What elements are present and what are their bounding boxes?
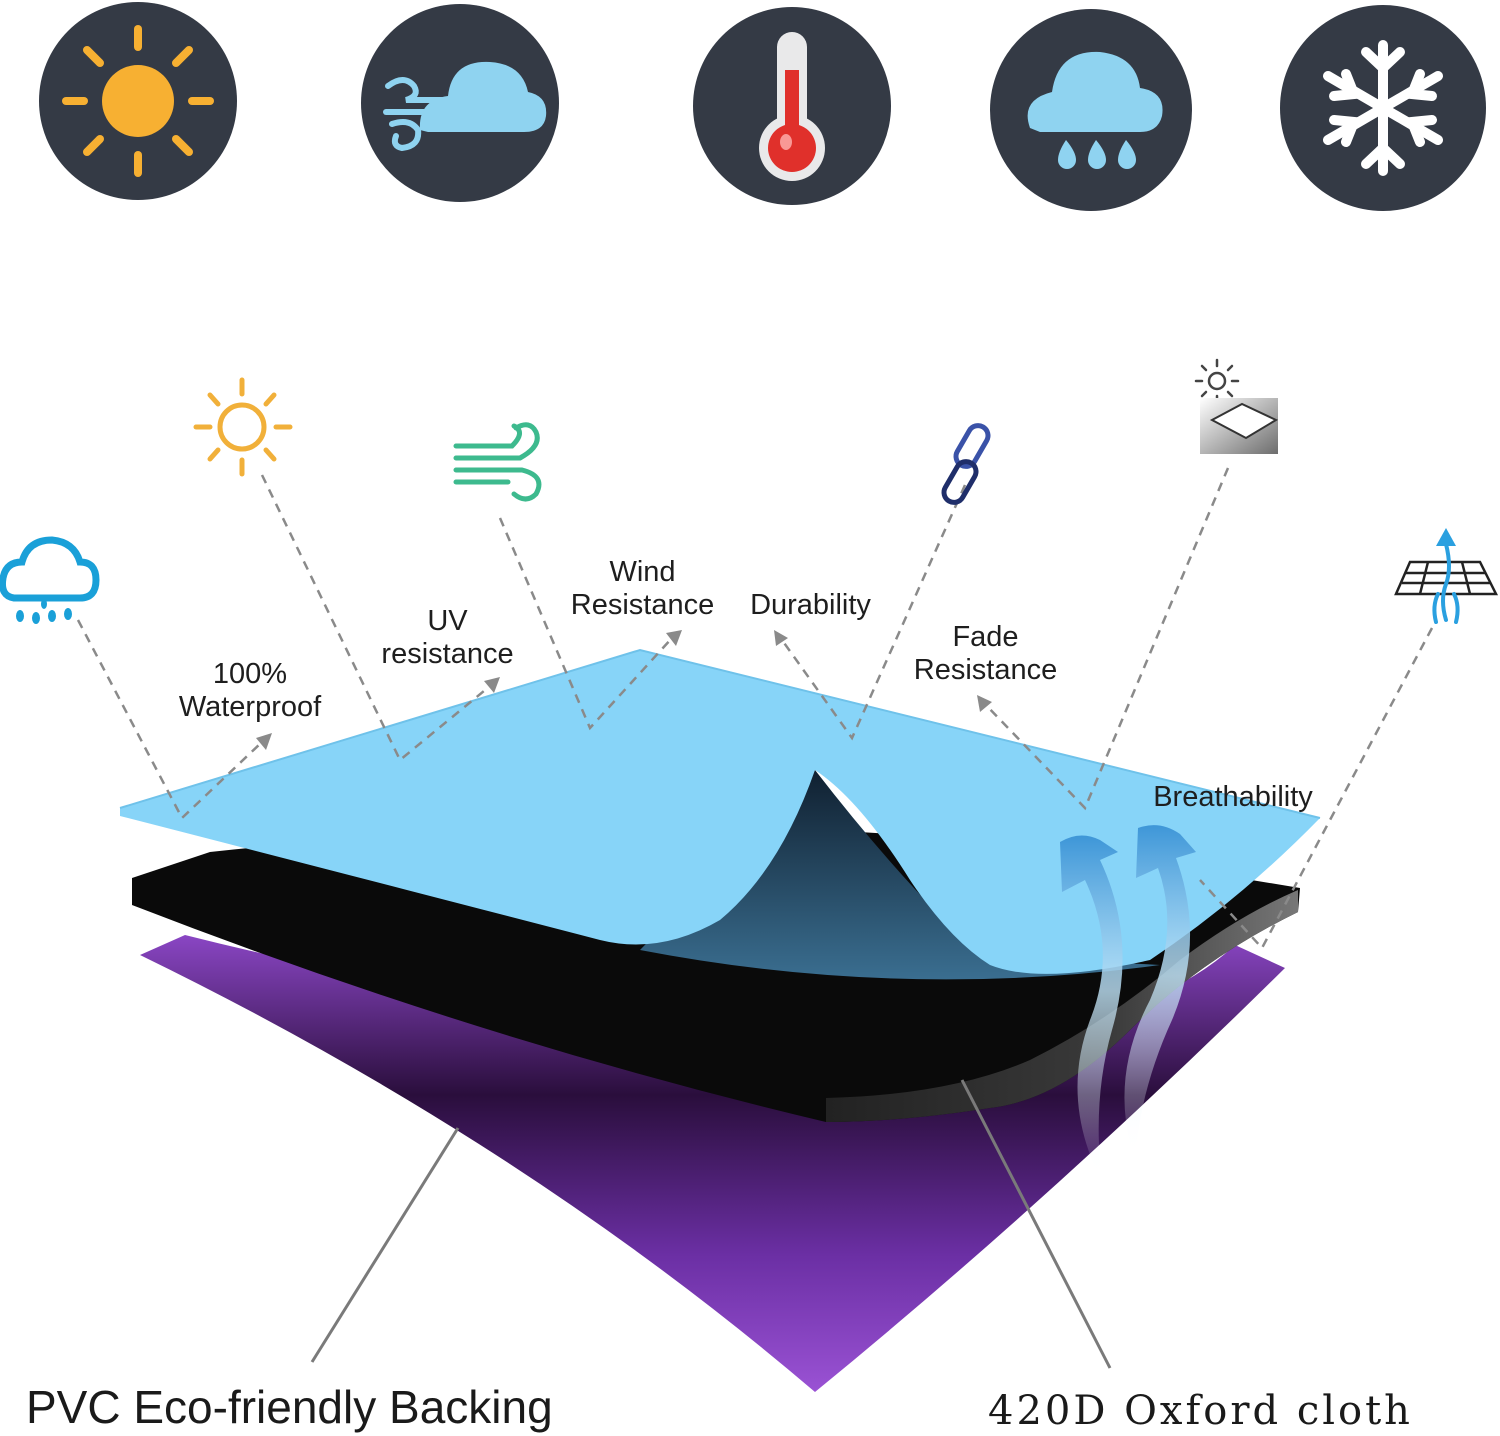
thermometer-icon — [759, 32, 825, 181]
durability-label: Durability — [738, 589, 883, 622]
chain-link-icon — [941, 423, 991, 505]
wind-label-line1: Wind — [609, 556, 676, 588]
waterproof-label: 100% Waterproof — [160, 658, 340, 724]
blue-top-layer-edge — [119, 648, 1321, 819]
snowflake-icon — [1323, 40, 1443, 176]
callout-arrowheads — [256, 630, 992, 750]
layer-pointer-lines — [310, 1079, 1112, 1369]
badge-snow — [1280, 5, 1486, 211]
blue-top-layer — [120, 650, 1320, 974]
rain-cloud-outline-icon — [0, 536, 100, 624]
backing-layer-label: PVC Eco-friendly Backing — [26, 1381, 553, 1433]
badge-sun — [39, 2, 237, 200]
black-layer-edge — [826, 890, 1298, 1122]
badge-wind — [361, 4, 559, 202]
fabric-layer-label: 420D Oxford cloth — [988, 1388, 1413, 1434]
breathability-arrows — [1060, 825, 1196, 1182]
sun-outline-icon — [193, 377, 293, 477]
sun-on-surface-icon — [1194, 358, 1279, 454]
sun-icon — [62, 25, 214, 177]
wind-label-line2: Resistance — [570, 589, 715, 621]
badge-temperature — [693, 7, 891, 205]
waterproof-label-line1: 100% — [212, 658, 288, 690]
callout-lines — [76, 467, 1434, 951]
uv-label: UV resistance — [360, 605, 535, 671]
waterproof-label-line2: Waterproof — [178, 691, 322, 723]
durability-label-line1: Durability — [750, 589, 871, 621]
wind-cloud-icon — [383, 61, 547, 152]
wind-lines-icon — [453, 422, 542, 502]
wind-label: Wind Resistance — [555, 556, 730, 622]
uv-label-line2: resistance — [381, 638, 514, 670]
uv-label-line1: UV — [427, 605, 468, 637]
badge-rain — [990, 9, 1192, 211]
rain-cloud-icon — [1027, 51, 1163, 169]
fade-label: Fade Resistance — [898, 621, 1073, 687]
fade-label-line2: Resistance — [913, 654, 1058, 686]
fade-label-line1: Fade — [952, 621, 1019, 653]
breathability-label: Breathability — [1138, 781, 1328, 814]
breathable-grid-icon — [1394, 528, 1499, 624]
breathability-label-line1: Breathability — [1153, 781, 1313, 813]
